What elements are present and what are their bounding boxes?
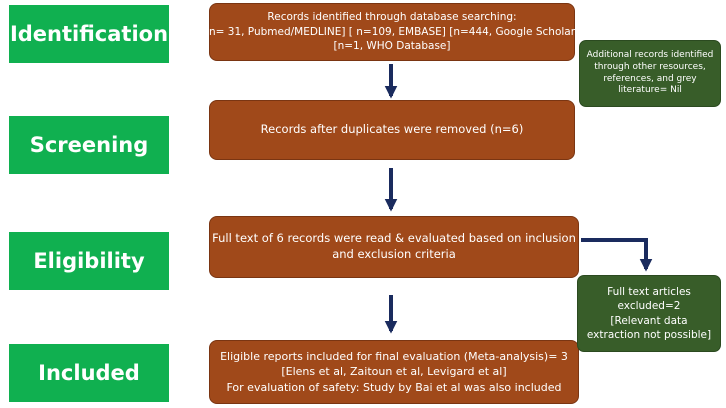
- included-line-3: For evaluation of safety: Study by Bai e…: [226, 380, 562, 394]
- identification-line-3: [n=1, WHO Database]: [333, 40, 451, 53]
- arrow-eligibility-to-excluded: [581, 238, 653, 272]
- eligibility-line-2: and exclusion criteria: [332, 247, 456, 261]
- additional-line-2: through other resources,: [594, 61, 706, 72]
- included-box: Eligible reports included for final eval…: [209, 340, 579, 404]
- excluded-articles-box: Full text articles excluded=2 [Relevant …: [577, 275, 721, 352]
- excluded-line-1: Full text articles: [607, 285, 691, 298]
- screening-box: Records after duplicates were removed (n…: [209, 100, 575, 160]
- excluded-line-2: excluded=2: [617, 300, 681, 313]
- included-line-2: [Elens et al, Zaitoun et al, Levigard et…: [281, 365, 507, 379]
- stage-identification: Identification: [9, 5, 169, 63]
- included-line-1: Eligible reports included for final eval…: [220, 349, 568, 363]
- excluded-line-3: [Relevant data: [610, 314, 688, 327]
- additional-records-box: Additional records identified through ot…: [579, 40, 721, 107]
- additional-line-4: literature= Nil: [618, 85, 682, 96]
- excluded-line-4: extraction not possible]: [586, 328, 712, 341]
- additional-line-3: references, and grey: [603, 73, 697, 84]
- identification-box: Records identified through database sear…: [205, 3, 579, 61]
- stage-screening: Screening: [9, 116, 169, 174]
- screening-line-1: Records after duplicates were removed (n…: [260, 122, 524, 137]
- eligibility-box: Full text of 6 records were read & evalu…: [209, 216, 579, 278]
- stage-eligibility: Eligibility: [9, 232, 169, 290]
- identification-line-2: [n= 31, Pubmed/MEDLINE] [ n=109, EMBASE]…: [204, 25, 580, 38]
- stage-included: Included: [9, 344, 169, 402]
- additional-line-1: Additional records identified: [586, 49, 714, 60]
- identification-line-1: Records identified through database sear…: [267, 11, 517, 24]
- eligibility-line-1: Full text of 6 records were read & evalu…: [212, 231, 576, 246]
